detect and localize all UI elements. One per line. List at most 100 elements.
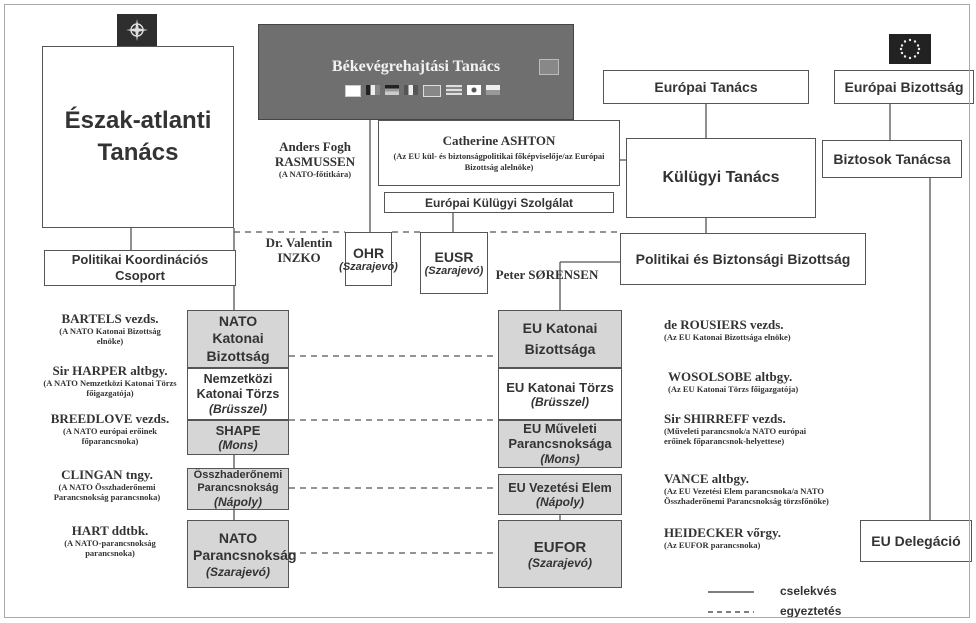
intl-military-staff-box: Nemzetközi Katonai Törzs (Brüsszel) xyxy=(187,368,289,420)
eu-military-committee-box: EU Katonai Bizottsága xyxy=(498,310,622,368)
person-role: (A NATO Katonai Bizottság elnöke) xyxy=(59,325,161,346)
person-bartels: BARTELS vezds. (A NATO Katonai Bizottság… xyxy=(40,311,180,346)
person-role: (A NATO Nemzetközi Katonai Törzs főigazg… xyxy=(43,377,177,398)
foreign-affairs-council-box: Külügyi Tanács xyxy=(626,138,816,218)
foreign-affairs-council-label: Külügyi Tanács xyxy=(662,169,780,186)
eu-ops-hq-sub: (Mons) xyxy=(540,451,580,466)
intl-military-staff-sub: (Brüsszel) xyxy=(208,402,267,416)
person-sorensen: Peter SØRENSEN xyxy=(492,267,602,283)
eu-command-element-box: EU Vezetési Elem (Nápoly) xyxy=(498,474,622,515)
eu-military-staff-sub: (Brüsszel) xyxy=(530,394,589,409)
eu-stars-small-icon xyxy=(539,59,559,75)
joint-force-command-box: Összhaderőnemi Parancsnokság (Nápoly) xyxy=(187,468,289,510)
eusr-title: EUSR xyxy=(434,249,474,265)
person-name: WOSOLSOBE altbgy. xyxy=(668,369,793,384)
intl-military-staff-title: Nemzetközi Katonai Törzs xyxy=(196,372,280,401)
european-council-label: Európai Tanács xyxy=(654,79,758,95)
person-name: de ROUSIERS vezds. xyxy=(664,317,784,332)
ohr-box: OHR (Szarajevó) xyxy=(339,232,398,286)
nato-military-committee-box: NATO Katonai Bizottság xyxy=(187,310,289,368)
eufor-box: EUFOR (Szarajevó) xyxy=(498,520,622,588)
eusr-sub: (Szarajevó) xyxy=(424,265,484,277)
person-heidecker: HEIDECKER vőrgy. (Az EUFOR parancsnoka) xyxy=(664,525,854,551)
european-commission-label: Európai Bizottság xyxy=(844,79,964,95)
eu-command-element-sub: (Nápoly) xyxy=(536,494,584,509)
nato-military-committee-label: NATO Katonai Bizottság xyxy=(206,312,270,364)
commissioners-college-box: Biztosok Tanácsa xyxy=(822,140,962,178)
person-inzko: Dr. Valentin INZKO xyxy=(254,235,344,266)
person-name: Sir HARPER altbgy. xyxy=(52,363,168,378)
person-clingan: CLINGAN tngy. (A NATO Összhaderőnemi Par… xyxy=(32,467,182,502)
eufor-title: EUFOR xyxy=(533,538,587,556)
ohr-title: OHR xyxy=(352,245,385,261)
eeas-label: Európai Külügyi Szolgálat xyxy=(424,195,573,210)
high-representative-box: Catherine ASHTON (Az EU kül- és biztonsá… xyxy=(378,120,620,186)
european-council-box: Európai Tanács xyxy=(603,70,809,104)
person-name: Anders Fogh RASMUSSEN xyxy=(274,139,356,169)
person-name: HEIDECKER vőrgy. xyxy=(664,525,782,540)
eu-stars-flag-icon xyxy=(889,34,931,64)
eu-ops-hq-box: EU Műveleti Parancsnoksága (Mons) xyxy=(498,420,622,468)
joint-force-command-sub: (Nápoly) xyxy=(214,495,262,510)
eu-military-staff-title: EU Katonai Törzs xyxy=(506,379,614,395)
legend-dashed-label: egyeztetés xyxy=(780,604,842,618)
person-name: Sir SHIRREFF vezds. xyxy=(664,411,786,426)
person-name: CLINGAN tngy. xyxy=(61,467,153,482)
person-role: (Az EU Vezetési Elem parancsnoka/a NATO … xyxy=(664,485,829,506)
person-name: Dr. Valentin INZKO xyxy=(265,235,333,265)
joint-force-command-title: Összhaderőnemi Parancsnokság xyxy=(193,468,283,494)
political-security-committee-label: Politikai és Biztonsági Bizottság xyxy=(635,251,851,267)
shape-sub: (Mons) xyxy=(218,438,258,452)
nato-hq-title: NATO Parancsnokság xyxy=(193,529,297,564)
nato-hq-sub: (Szarajevó) xyxy=(205,564,271,579)
eu-delegation-label: EU Delegáció xyxy=(871,533,961,549)
eu-command-element-title: EU Vezetési Elem xyxy=(508,480,612,495)
political-security-committee-box: Politikai és Biztonsági Bizottság xyxy=(620,233,866,285)
person-role: (A NATO-főtitkára) xyxy=(278,168,352,179)
eu-ops-hq-title: EU Műveleti Parancsnoksága xyxy=(508,421,612,451)
peace-implementation-council-box: Békevégrehajtási Tanács xyxy=(258,24,574,120)
peace-implementation-council-label: Békevégrehajtási Tanács xyxy=(331,58,501,75)
high-representative-name: Catherine ASHTON xyxy=(442,132,556,148)
person-wosolsobe: WOSOLSOBE altbgy. (Az EU Katonai Törzs f… xyxy=(668,369,868,395)
eu-delegation-box: EU Delegáció xyxy=(860,520,972,562)
person-name: BREEDLOVE vezds. xyxy=(50,411,170,426)
person-harper: Sir HARPER altbgy. (A NATO Nemzetközi Ka… xyxy=(36,363,184,398)
political-coordination-group-box: Politikai Koordinációs Csoport xyxy=(44,250,236,286)
shape-box: SHAPE (Mons) xyxy=(187,420,289,455)
nato-hq-box: NATO Parancsnokság (Szarajevó) xyxy=(187,520,297,588)
european-commission-box: Európai Bizottság xyxy=(834,70,974,104)
person-name: VANCE altbgy. xyxy=(664,471,750,486)
person-breedlove: BREEDLOVE vezds. (A NATO európai erőinek… xyxy=(40,411,180,446)
country-flags-icon xyxy=(345,85,500,97)
ohr-sub: (Szarajevó) xyxy=(339,261,398,273)
person-role: (Az EU Katonai Bizottsága elnöke) xyxy=(664,331,791,342)
person-vance: VANCE altbgy. (Az EU Vezetési Elem paran… xyxy=(664,471,884,506)
person-role: (Az EUFOR parancsnoka) xyxy=(664,539,761,550)
person-role: (Az EU Katonai Törzs főigazgatója) xyxy=(668,383,799,394)
person-role: (A NATO-parancsnokság parancsnoka) xyxy=(64,537,156,558)
person-rousiers: de ROUSIERS vezds. (Az EU Katonai Bizott… xyxy=(664,317,864,343)
person-name: HART ddtbk. xyxy=(71,523,149,538)
person-hart: HART ddtbk. (A NATO-parancsnokság paranc… xyxy=(40,523,180,558)
person-name: Peter SØRENSEN xyxy=(495,267,599,282)
person-role: (A NATO európai erőinek főparancsnoka) xyxy=(63,425,157,446)
eufor-sub: (Szarajevó) xyxy=(527,555,593,570)
person-role: (Műveleti parancsnok/a NATO európai erői… xyxy=(664,425,807,446)
eeas-box: Európai Külügyi Szolgálat xyxy=(384,192,614,213)
eusr-box: EUSR (Szarajevó) xyxy=(420,232,488,294)
legend-solid-label: cselekvés xyxy=(780,584,837,598)
commissioners-college-label: Biztosok Tanácsa xyxy=(833,151,951,167)
north-atlantic-council-box: Észak-atlanti Tanács xyxy=(42,46,234,228)
political-coordination-group-label: Politikai Koordinációs Csoport xyxy=(71,251,209,283)
north-atlantic-council-label: Észak-atlanti Tanács xyxy=(64,106,212,166)
eu-military-staff-box: EU Katonai Törzs (Brüsszel) xyxy=(498,368,622,420)
high-representative-role: (Az EU kül- és biztonságpolitikai főképv… xyxy=(393,150,605,172)
person-rasmussen: Anders Fogh RASMUSSEN (A NATO-főtitkára) xyxy=(256,139,374,180)
nato-compass-flag-icon xyxy=(117,14,157,46)
eu-military-committee-label: EU Katonai Bizottsága xyxy=(522,320,598,357)
person-shirreff: Sir SHIRREFF vezds. (Műveleti parancsnok… xyxy=(664,411,864,446)
shape-title: SHAPE xyxy=(215,423,261,438)
person-name: BARTELS vezds. xyxy=(61,311,159,326)
